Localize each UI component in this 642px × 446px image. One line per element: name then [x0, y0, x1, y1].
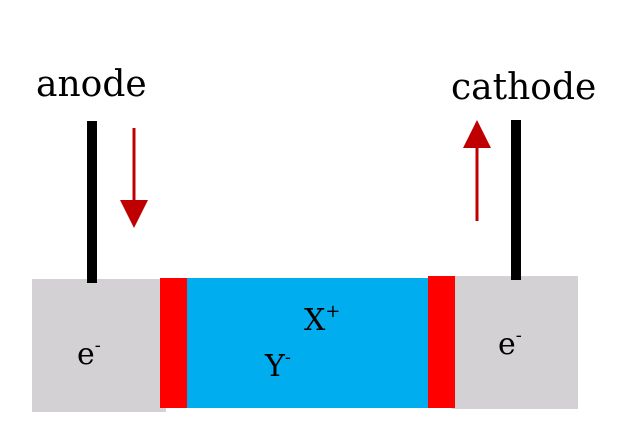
anode-electrode-block: [32, 279, 166, 412]
right-separator: [428, 276, 455, 408]
cathode-electrode-block: [452, 276, 578, 409]
anode-label: anode: [36, 64, 147, 105]
left-separator: [160, 278, 187, 408]
anode-lead-wire: [87, 121, 97, 283]
cation-label: X+: [304, 301, 340, 338]
cathode-electron-label: e-: [498, 325, 522, 362]
electrolyte-region: [187, 278, 428, 408]
cathode-lead-wire: [511, 120, 521, 280]
cathode-label: cathode: [451, 67, 596, 108]
anion-label: Y-: [264, 347, 291, 384]
anode-down-arrow-icon: [120, 128, 148, 228]
anode-electron-label: e-: [77, 335, 101, 372]
cathode-up-arrow-icon: [463, 120, 491, 221]
